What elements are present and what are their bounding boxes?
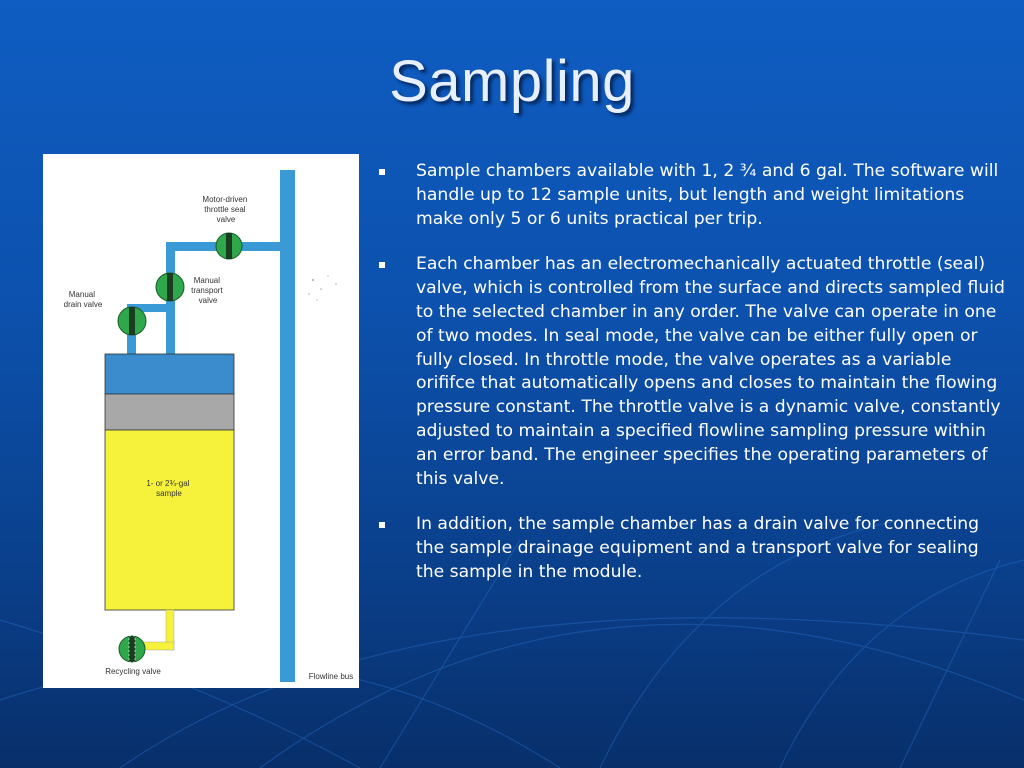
flowline-bus-label: Flowline bus bbox=[309, 672, 353, 681]
drain-valve-label: Manual drain valve bbox=[64, 290, 103, 309]
sample-label: 1- or 2¾-gal sample bbox=[146, 479, 191, 498]
bullet-text: Each chamber has an electromechanically … bbox=[416, 254, 1005, 489]
bullet-item: In addition, the sample chamber has a dr… bbox=[378, 513, 1008, 584]
bullet-item: Each chamber has an electromechanically … bbox=[378, 253, 1008, 491]
motor-valve-label: Motor-driven throttle seal valve bbox=[202, 195, 249, 224]
bullet-list: Sample chambers available with 1, 2 ¾ an… bbox=[378, 160, 1008, 607]
slide-title: Sampling bbox=[389, 49, 635, 114]
bullet-square-icon bbox=[379, 262, 385, 269]
sampling-diagram-svg: Motor-driven throttle seal valve Manual … bbox=[64, 170, 353, 682]
bullet-square-icon bbox=[379, 169, 385, 175]
flowline-bus-pipe bbox=[280, 170, 295, 682]
scan-speckles bbox=[308, 275, 337, 301]
motor-driven-valve-icon bbox=[215, 232, 243, 260]
bullet-text: Sample chambers available with 1, 2 ¾ an… bbox=[416, 161, 999, 229]
chamber-top-section bbox=[104, 353, 235, 395]
drain-horizontal-pipe bbox=[127, 304, 173, 312]
transport-valve-label: Manual transport valve bbox=[191, 276, 225, 305]
bullet-item: Sample chambers available with 1, 2 ¾ an… bbox=[378, 160, 1008, 231]
recycling-valve-label: Recycling valve bbox=[105, 667, 161, 676]
drain-valve-icon bbox=[117, 306, 147, 336]
chamber-sample-section bbox=[104, 429, 235, 611]
sampling-diagram: Motor-driven throttle seal valve Manual … bbox=[43, 154, 359, 688]
chamber-piston-section bbox=[104, 393, 235, 431]
bullet-square-icon bbox=[379, 522, 385, 529]
transport-valve-icon bbox=[155, 272, 185, 302]
bullet-text: In addition, the sample chamber has a dr… bbox=[416, 514, 980, 582]
recycling-valve-icon bbox=[118, 635, 146, 663]
